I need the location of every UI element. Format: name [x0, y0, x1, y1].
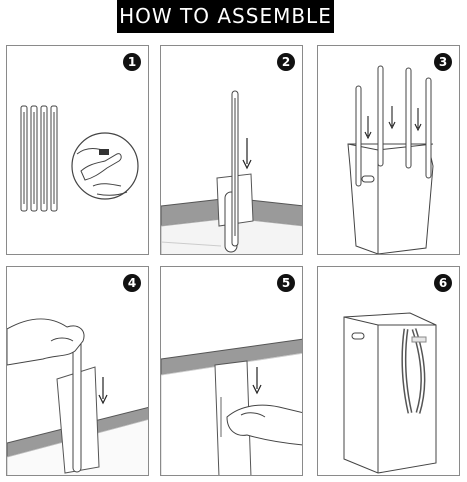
- title-banner: HOW TO ASSEMBLE: [117, 0, 334, 33]
- step-5-panel: 5: [160, 266, 303, 476]
- step-number-badge: 5: [277, 274, 295, 292]
- step-3-panel: 3: [317, 45, 460, 255]
- step-number-badge: 3: [434, 53, 452, 71]
- assembled-hamper-with-handles-icon: [343, 312, 437, 474]
- step-4-panel: 4: [6, 266, 149, 476]
- step-2-panel: 2: [160, 45, 303, 255]
- page-title: HOW TO ASSEMBLE: [119, 4, 332, 28]
- hand-inserting-rod-icon: [7, 318, 148, 475]
- four-rods-into-hamper-icon: [347, 65, 434, 254]
- support-rods-and-zipper-icon: [20, 105, 139, 212]
- step-number-badge: 2: [277, 53, 295, 71]
- insert-rod-into-sleeve-icon: [161, 90, 302, 254]
- step-number-badge: 6: [434, 274, 452, 292]
- step-number-badge: 1: [123, 53, 141, 71]
- hand-pulling-fabric-icon: [161, 338, 302, 475]
- step-6-panel: 6: [317, 266, 460, 476]
- step-number-badge: 4: [123, 274, 141, 292]
- step-1-panel: 1: [6, 45, 149, 255]
